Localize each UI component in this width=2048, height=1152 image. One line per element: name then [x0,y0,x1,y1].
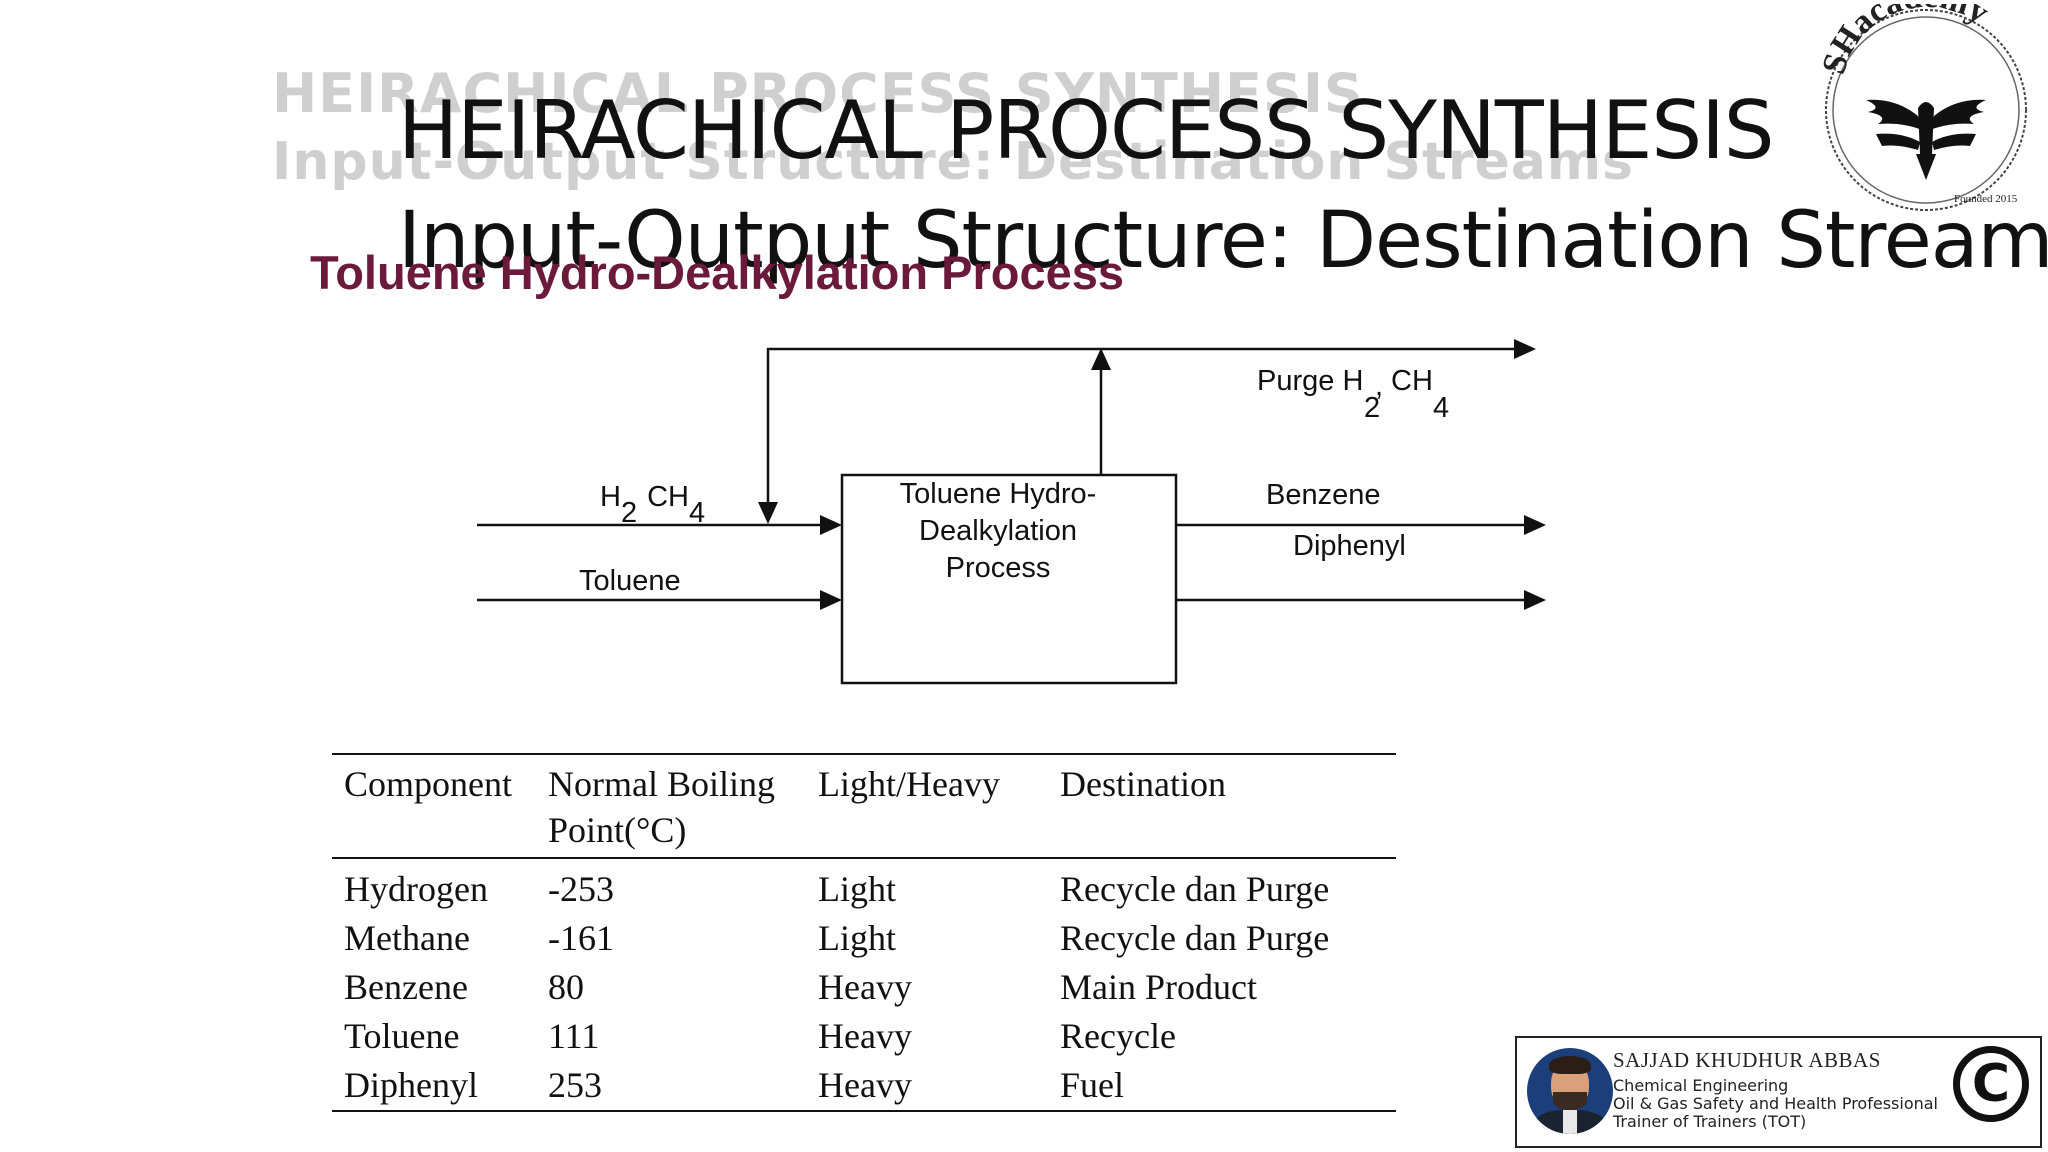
cell-component: Hydrogen [344,869,488,909]
cell-light-heavy: Heavy [818,967,912,1007]
cell-light-heavy: Light [818,869,896,909]
benzene-label: Benzene [1266,479,1381,511]
cell-component: Toluene [344,1016,460,1056]
header-component: Component [344,764,512,804]
purge-ch: CH [1391,365,1433,397]
cell-boiling-point: -253 [548,869,614,909]
process-box-label-2: Dealkylation [919,515,1077,547]
benzene-arrowhead [1524,515,1546,535]
table-row: Toluene 111 Heavy Recycle [332,1012,1396,1061]
shacademy-logo: SHacademy Founded 2015 [1815,4,2027,211]
cell-component: Benzene [344,967,468,1007]
feed-toluene-arrowhead [820,590,842,610]
component-destination-table: Component Normal Boiling Point(°C) Light… [332,753,1396,1112]
cell-destination: Recycle dan Purge [1060,869,1330,909]
purge-comma: , [1375,370,1383,402]
eagle-icon [1866,99,1986,180]
table-row: Diphenyl 253 Heavy Fuel [332,1061,1396,1111]
cell-light-heavy: Heavy [818,1065,912,1105]
process-box-label-3: Process [946,552,1051,584]
feed-toluene-label: Toluene [579,565,681,597]
cell-destination: Recycle dan Purge [1060,918,1330,958]
presenter-card: SAJJAD KHUDHUR ABBAS Chemical Engineerin… [1515,1036,2042,1148]
cell-destination: Main Product [1060,967,1257,1007]
header-light-heavy: Light/Heavy [818,764,1000,804]
process-box [840,473,1178,685]
cell-boiling-point: 253 [548,1065,602,1105]
cell-component: Methane [344,918,470,958]
recycle-arrowhead [758,502,778,524]
copyright-icon: C [1953,1046,2029,1122]
header-destination: Destination [1060,764,1226,804]
background-heading-line2: Input-Output Structure: Destination Stre… [272,132,1634,192]
slide-title-line2: Input-Output Structure: Destination Stre… [398,196,2048,286]
table-row: Benzene 80 Heavy Main Product [332,963,1396,1012]
cell-light-heavy: Heavy [818,1016,912,1056]
purge-label: Purge H [1257,365,1363,397]
cell-destination: Fuel [1060,1065,1125,1105]
cell-boiling-point: -161 [548,918,614,958]
header-boiling-point: Normal Boiling Point(°C) [548,764,775,850]
background-heading-line1: HEIRACHICAL PROCESS SYNTHESIS [272,62,1364,125]
recycle-line [766,347,1515,510]
cell-component: Diphenyl [344,1065,478,1105]
purge-ch4-sub: 4 [1433,392,1449,424]
cell-destination: Recycle [1060,1016,1176,1056]
slide-subtitle: Toluene Hydro-Dealkylation Process [310,246,1125,299]
presenter-name: SAJJAD KHUDHUR ABBAS [1613,1048,1881,1072]
cell-light-heavy: Light [818,918,896,958]
cell-boiling-point: 80 [548,967,584,1007]
diphenyl-arrowhead [1524,590,1546,610]
feed-h2-arrowhead [820,515,842,535]
presenter-avatar [1527,1048,1613,1134]
purge-arrowhead [1091,348,1111,370]
slide-title-line1: HEIRACHICAL PROCESS SYNTHESIS [398,84,1775,177]
table-header-row: Component Normal Boiling Point(°C) Light… [332,754,1396,858]
presenter-title-2: Oil & Gas Safety and Health Professional [1613,1094,1938,1113]
purge-exit-arrowhead [1514,339,1536,359]
table-row: Hydrogen -253 Light Recycle dan Purge [332,858,1396,914]
purge-h2-sub: 2 [1364,392,1380,424]
logo-founded-text: Founded 2015 [1954,193,2018,205]
cell-boiling-point: 111 [548,1016,600,1056]
presenter-title-1: Chemical Engineering [1613,1076,1789,1095]
presenter-title-3: Trainer of Trainers (TOT) [1613,1112,1807,1131]
diphenyl-label: Diphenyl [1293,530,1406,562]
table-row: Methane -161 Light Recycle dan Purge [332,914,1396,963]
process-box-label-1: Toluene Hydro- [900,478,1097,510]
